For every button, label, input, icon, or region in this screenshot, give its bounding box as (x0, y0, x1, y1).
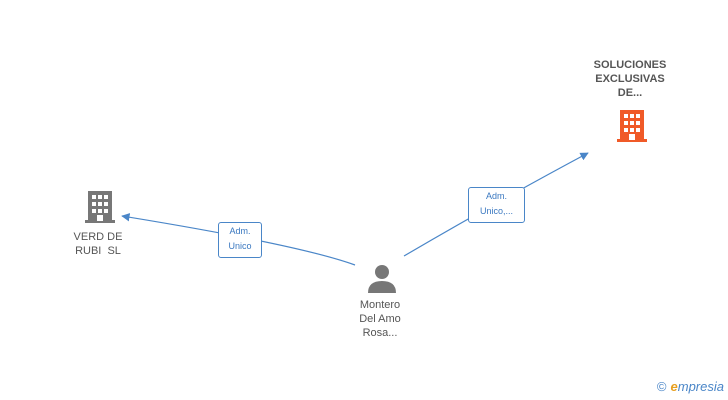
node-soluciones-line-3: DE... (617, 87, 643, 99)
edge-label-verd[interactable]: Adm. Unico (218, 222, 262, 258)
building-icon[interactable] (83, 190, 117, 224)
edge-label-soluciones-line-1: Adm. (485, 191, 507, 201)
empresia-logo: ©empresia (657, 379, 724, 394)
node-verd-line-1: VERD DE (73, 231, 123, 243)
building-icon[interactable] (615, 109, 649, 143)
edge-label-verd-line-2: Unico (228, 241, 252, 251)
node-montero-line-1: Montero (359, 299, 401, 311)
node-verd-line-2: RUBI SL (75, 245, 121, 257)
node-soluciones-line-2: EXCLUSIVAS (595, 73, 665, 85)
brand-initial: e (670, 379, 678, 394)
brand-name: mpresia (677, 379, 724, 394)
edge-montero-to-verd (121, 213, 356, 266)
edge-label-verd-line-1: Adm. (229, 226, 251, 236)
edge-label-soluciones-line-2: Unico,... (479, 206, 513, 216)
node-montero-label[interactable]: Montero Del Amo Rosa... (330, 298, 430, 340)
node-montero-line-3: Rosa... (362, 327, 398, 339)
node-soluciones-line-1: SOLUCIONES (593, 59, 667, 71)
copyright-symbol: © (656, 379, 667, 394)
node-soluciones-label[interactable]: SOLUCIONES EXCLUSIVAS DE... (570, 58, 690, 100)
person-icon[interactable] (366, 262, 398, 294)
node-montero-line-2: Del Amo (359, 313, 401, 325)
node-verd-label[interactable]: VERD DE RUBI SL (48, 230, 148, 258)
edge-label-soluciones[interactable]: Adm. Unico,... (468, 187, 525, 223)
